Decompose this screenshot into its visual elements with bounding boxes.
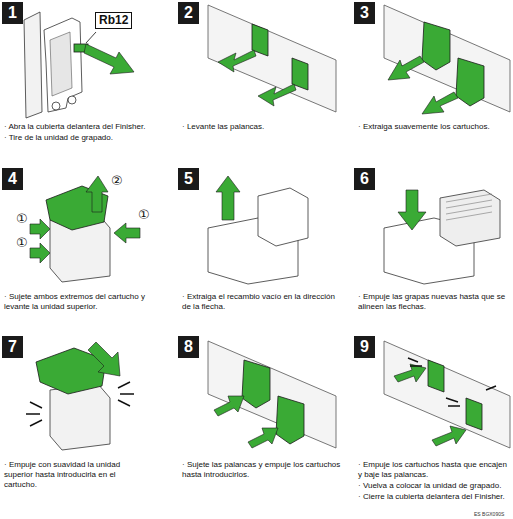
callout-number: ①	[138, 208, 150, 222]
finisher-illustration	[24, 12, 134, 118]
drawing-part	[216, 176, 240, 220]
step-number: 5	[178, 168, 199, 190]
step-number: 6	[354, 168, 375, 190]
callout-number: ①	[16, 236, 28, 250]
drawing-part	[52, 102, 60, 110]
step-caption: · Empuje las grapas nuevas hasta que se …	[358, 292, 508, 312]
step-number: 8	[178, 336, 199, 358]
drawing-part	[258, 188, 308, 246]
drawing-part	[114, 223, 140, 243]
staple-insert-illustration	[384, 190, 500, 284]
node-text: 5	[184, 170, 193, 188]
step-caption: · Vuelva a colocar la unidad de grapado.	[358, 481, 508, 491]
step-caption: · Cierre la cubierta delantera del Finis…	[358, 492, 508, 502]
drawing-part	[26, 382, 134, 426]
drawing-part	[44, 18, 82, 112]
drawing-part	[50, 384, 110, 450]
step-number: 9	[354, 336, 375, 358]
drawing-part	[248, 428, 278, 448]
drawing-part	[86, 32, 96, 43]
drawing-part	[394, 364, 426, 382]
part-tag: Rb12	[95, 12, 132, 29]
step-number: 7	[2, 336, 23, 358]
node-text: 9	[360, 338, 369, 356]
node-text: 7	[8, 338, 17, 356]
drawing-part	[24, 12, 42, 118]
drawing-part	[276, 396, 304, 444]
drawing-part	[398, 190, 426, 230]
drawing-part	[388, 56, 424, 80]
drawing-part	[428, 360, 444, 392]
drawing-part	[422, 92, 458, 114]
drawing-part	[384, 341, 510, 448]
drawing-part	[86, 176, 108, 212]
callout-number: ①	[16, 212, 28, 226]
refill-removal-illustration	[208, 176, 308, 284]
drawing-part	[242, 360, 270, 408]
drawing-part	[218, 50, 256, 72]
lever-lower-illustration	[384, 341, 510, 448]
node-text: Rb12	[99, 13, 128, 27]
document-code: ES BGX090S	[474, 511, 504, 517]
lever-illustration	[208, 5, 336, 112]
drawing-part	[258, 84, 296, 106]
node-text: 3	[360, 4, 369, 22]
step-caption: · Extraiga el recambio vacío en la direc…	[182, 292, 342, 312]
step-caption: · Abra la cubierta delantera del Finishe…	[4, 122, 169, 132]
drawing-part	[30, 219, 50, 239]
step-number: 4	[2, 168, 23, 190]
step-number: 2	[178, 2, 199, 24]
drawing-part	[208, 341, 336, 448]
drawing-part	[50, 32, 72, 96]
step-caption: · Extraiga suavemente los cartuchos.	[358, 122, 508, 132]
drawing-part	[422, 22, 450, 70]
cartridge-insert-illustration	[208, 341, 336, 448]
drawing-part	[432, 426, 466, 446]
step-caption: · Empuje con suavidad la unidad superior…	[4, 460, 149, 490]
drawing-part	[84, 44, 134, 74]
drawing-part	[88, 342, 120, 376]
node-text: 1	[8, 4, 17, 22]
node-text: 4	[8, 170, 17, 188]
cartridge-close-illustration	[26, 342, 134, 450]
node-text: 8	[184, 338, 193, 356]
step-caption: · Levante las palancas.	[182, 122, 342, 132]
drawing-part	[408, 358, 496, 406]
step-caption: · Sujete las palancas y empuje los cartu…	[182, 460, 342, 480]
node-text: 2	[184, 4, 193, 22]
drawing-part	[214, 396, 244, 416]
step-number: 3	[354, 2, 375, 24]
drawing-part	[30, 243, 50, 263]
drawing-part	[208, 5, 336, 112]
drawing-part	[466, 398, 482, 430]
cartridge-open-illustration	[30, 176, 140, 282]
cartridge-removal-illustration	[384, 5, 510, 114]
drawing-part	[440, 190, 500, 246]
step-caption: · Empuje los cartuchos hasta que encajen…	[358, 460, 508, 480]
step-caption: · Sujete ambos extremos del cartucho y l…	[4, 292, 169, 312]
drawing-part	[68, 96, 76, 104]
node-text: 6	[360, 170, 369, 188]
step-number: 1	[2, 2, 23, 24]
step-caption: · Tire de la unidad de grapado.	[4, 133, 169, 143]
drawing-part	[456, 58, 484, 106]
callout-number: ②	[111, 174, 123, 188]
drawing-part	[446, 194, 492, 220]
